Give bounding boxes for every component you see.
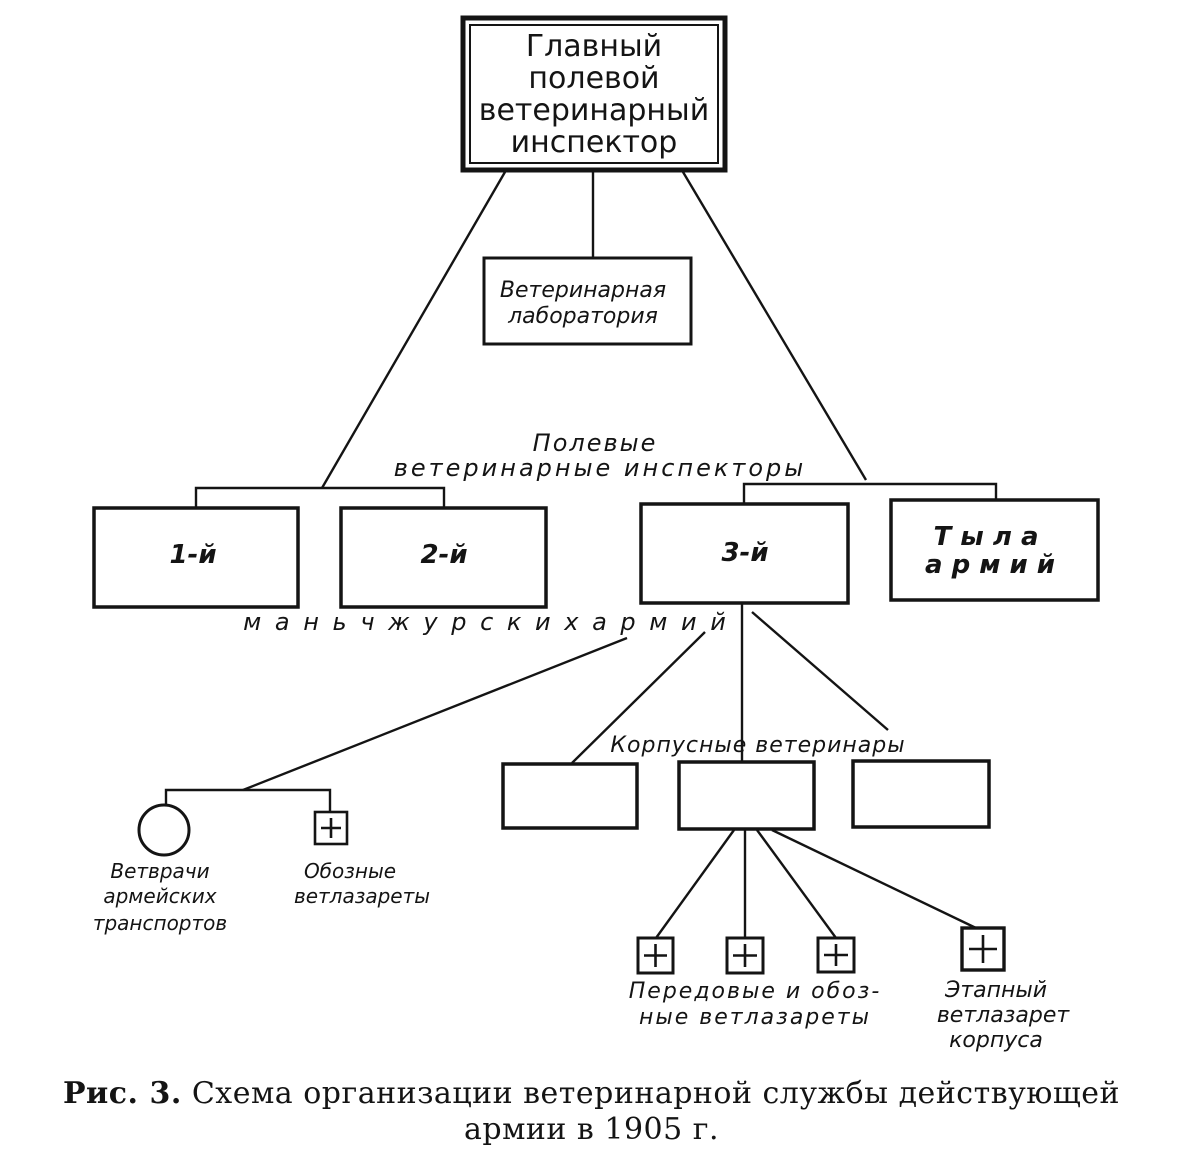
army-box-2-label: 2-й [420,540,467,570]
army-box-1: 1-й [92,506,300,609]
caption-line-2: армии в 1905 г. [463,1112,719,1147]
rear-army-box: Т ы л а а р м и й [889,498,1100,602]
manchurian-armies-label: м а н ь ч ж у р с к и х а р м и й [243,608,729,636]
wagon-infirmaries-line-2: ветлазареты [294,884,430,908]
stage-infirmary-plus-icon [960,926,1006,972]
field-inspectors-label-2: ветеринарные инспекторы [394,454,806,482]
stage-infirmary-line-2: ветлазарет [937,1003,1071,1028]
forward-infirmaries-line-1: Передовые и обоз- [629,979,882,1004]
chief-inspector-line-2: полевой [528,61,659,96]
caption-line-1: Рис. 3. Схема организации ветеринарной с… [20,1076,1163,1112]
wagon-infirmaries-line-1: Обозные [304,859,396,883]
army-box-3: 3-й [639,502,850,605]
chief-inspector-box: Главный полевой ветеринарный инспектор [460,15,728,173]
rear-army-line-2: а р м и й [925,550,1055,580]
caption-text-1: Схема организации ветеринарной службы де… [191,1076,1121,1111]
org-chart: Главный полевой ветеринарный инспектор В… [92,15,1100,1053]
lab-line-1: Ветеринарная [500,278,666,303]
corps-box-2 [677,760,816,831]
chief-inspector-line-1: Главный [526,29,662,64]
transport-vets-line-3: транспортов [93,911,227,935]
corps-box-3 [851,759,991,829]
field-inspectors-label-1: Полевые [533,429,658,457]
forward-infirmary-plus-icon-1 [636,936,675,975]
stage-infirmary-line-3: корпуса [949,1028,1043,1053]
stage-infirmary-line-1: Этапный [944,978,1047,1003]
lab-line-2: лаборатория [507,304,658,329]
transport-vets-line-2: армейских [103,884,216,908]
chief-inspector-line-3: ветеринарный [479,93,709,128]
forward-infirmary-plus-icon-3 [816,936,856,974]
connectors [164,171,998,939]
forward-infirmary-plus-icon-2 [725,936,765,975]
army-box-2: 2-й [339,506,548,609]
forward-infirmaries-line-2: ные ветлазареты [639,1005,871,1030]
wagon-infirmary-plus-icon [313,810,349,846]
lab-box: Ветеринарная лаборатория [482,256,693,346]
corps-vets-label: Корпусные ветеринары [610,733,905,758]
caption-prefix: Рис. 3. [62,1076,182,1111]
transport-vets-circle-icon [137,803,191,857]
transport-vets-line-1: Ветврачи [110,859,209,883]
corps-box-1 [501,762,639,830]
army-box-1-label: 1-й [169,540,216,570]
figure-caption: Рис. 3. Схема организации ветеринарной с… [20,1076,1163,1148]
army-box-3-label: 3-й [721,538,768,568]
chief-inspector-line-4: инспектор [511,125,678,160]
rear-army-line-1: Т ы л а [934,522,1039,552]
